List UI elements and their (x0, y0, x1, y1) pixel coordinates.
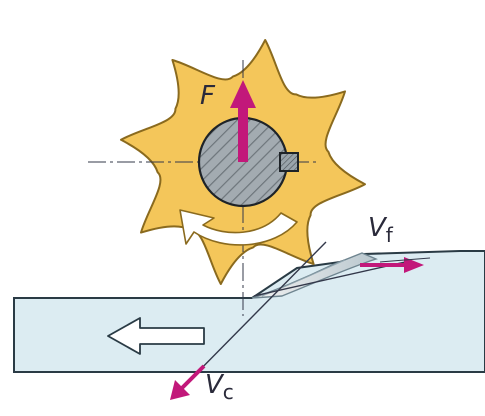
key-square-icon (279, 152, 299, 172)
cutting-velocity-label: Vc (205, 370, 234, 404)
hollow-left-arrow-icon (107, 317, 205, 355)
force-arrow-head (230, 80, 256, 108)
feed-reference-line (379, 257, 431, 263)
feed-velocity-label: Vf (368, 213, 394, 247)
feed-velocity-arrow-head (404, 257, 424, 273)
curved-arrow-icon (179, 209, 298, 246)
workpiece (13, 250, 485, 373)
cutting-velocity-arrow-shaft (183, 241, 327, 387)
force-label: F (200, 81, 216, 111)
chip (251, 252, 378, 299)
cutting-velocity-arrow-head (170, 380, 190, 400)
